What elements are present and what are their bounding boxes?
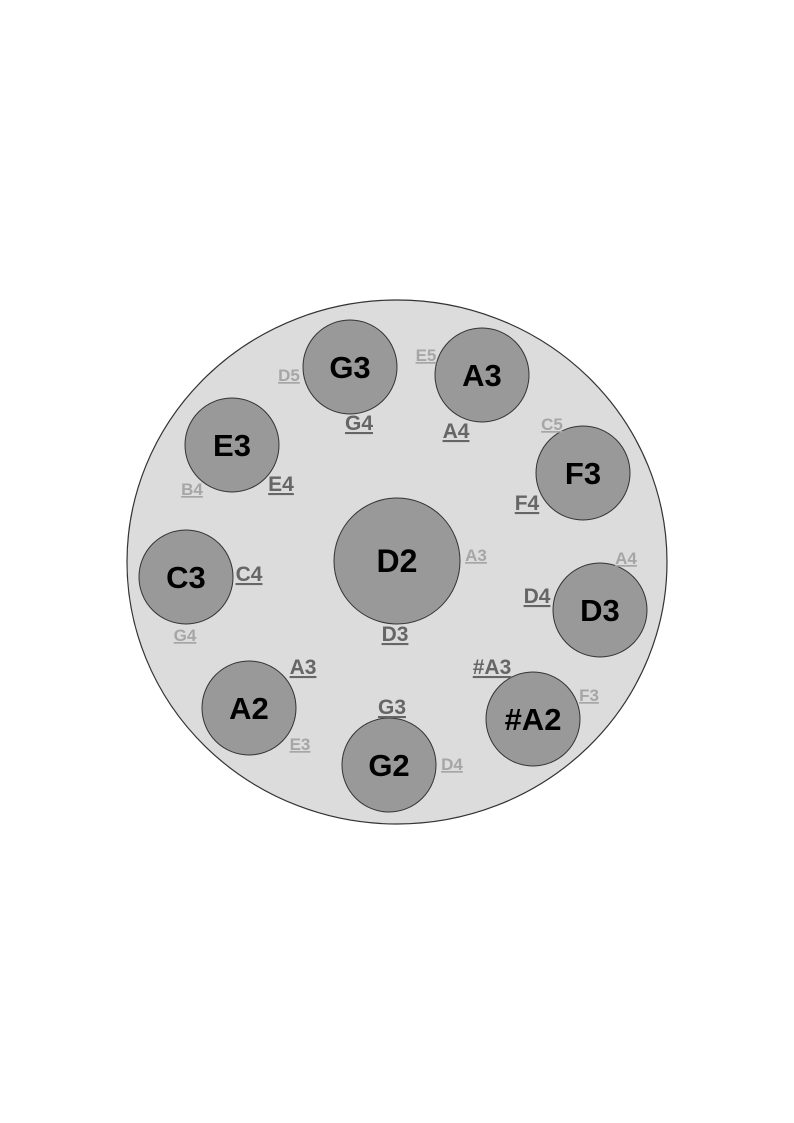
center-note-label: D2 xyxy=(377,543,418,579)
note-label-a3: A3 xyxy=(462,358,502,393)
ring-note-d3: D3 D4 A4 xyxy=(524,549,648,658)
harmonic-2-label-a3: A4 xyxy=(443,420,470,443)
note-pad-g2[interactable] xyxy=(341,717,437,813)
harmonic-2-label-c3: C4 xyxy=(236,563,263,586)
harmonic-3-label-a3: E5 xyxy=(416,346,437,365)
harmonic-2-label-a2: A3 xyxy=(290,656,317,679)
harmonic-3-label-c3: G4 xyxy=(174,626,197,645)
harmonic-2-label-e3: E4 xyxy=(268,473,294,496)
harmonic-3-label-sharp-a2: F3 xyxy=(579,686,599,705)
note-label-g3: G3 xyxy=(329,350,370,385)
harmonic-2-label-sharp-a2: #A3 xyxy=(473,656,512,679)
note-pad-g3[interactable] xyxy=(302,319,398,415)
harmonic-3-label-a2: E3 xyxy=(290,735,311,754)
note-label-sharp-a2: #A2 xyxy=(505,702,562,737)
center-note-group: D2 D3 A3 xyxy=(333,497,487,646)
harmonic-2-label-g2: G3 xyxy=(378,696,406,719)
note-pad-a2[interactable] xyxy=(201,660,297,756)
harmonic-3-label-d3: A4 xyxy=(615,549,637,568)
harmonic-2-label-g3: G4 xyxy=(345,412,373,435)
note-pad-d3[interactable] xyxy=(552,562,648,658)
center-note-harmonic-2: D3 xyxy=(382,623,409,646)
harmonic-2-label-f3: F4 xyxy=(515,492,540,515)
note-pad-e3[interactable] xyxy=(184,397,280,493)
note-label-e3: E3 xyxy=(213,428,251,463)
harmonic-3-label-e3: B4 xyxy=(181,480,203,499)
center-note-pad[interactable] xyxy=(333,497,461,625)
note-label-f3: F3 xyxy=(565,456,601,491)
harmonic-3-label-f3: C5 xyxy=(541,415,563,434)
note-pad-a3[interactable] xyxy=(434,327,530,423)
harmonic-3-label-g2: D4 xyxy=(441,755,463,774)
harmonic-2-label-d3: D4 xyxy=(524,585,551,608)
center-note-harmonic-3: A3 xyxy=(465,546,487,565)
note-pad-c3[interactable] xyxy=(138,529,234,625)
note-label-c3: C3 xyxy=(166,560,206,595)
note-label-d3: D3 xyxy=(580,593,620,628)
note-pad-f3[interactable] xyxy=(535,425,631,521)
note-label-g2: G2 xyxy=(368,748,409,783)
note-label-a2: A2 xyxy=(229,691,269,726)
harmonic-3-label-g3: D5 xyxy=(278,366,300,385)
note-pad-sharp-a2[interactable] xyxy=(485,671,581,767)
